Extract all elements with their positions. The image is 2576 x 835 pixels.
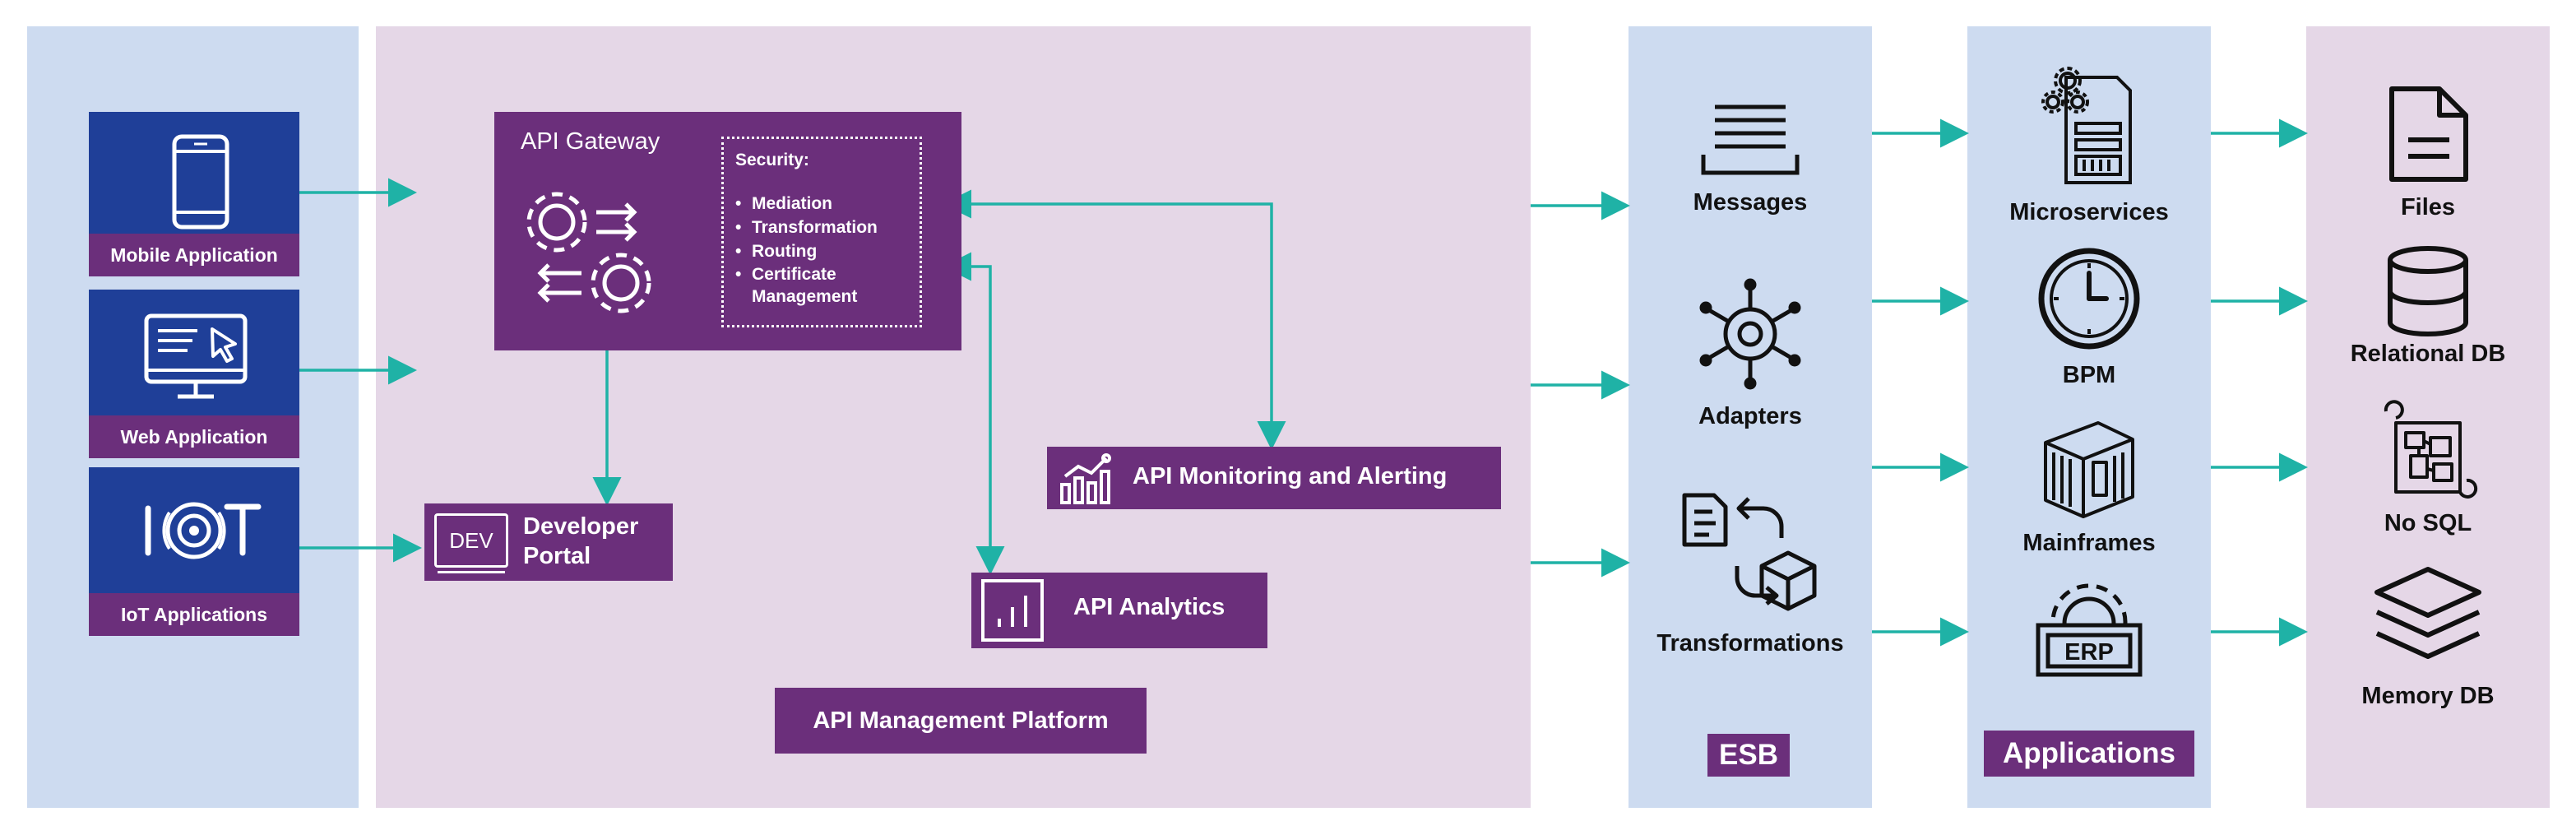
erp-icon: ERP (2036, 583, 2143, 677)
api-monitoring-label: API Monitoring and Alerting (1133, 463, 1448, 489)
microservices-icon (2041, 67, 2132, 184)
data-store-label: Files (2400, 194, 2456, 220)
portal-label: Developer Portal (523, 512, 638, 571)
esb-label: ESB (1707, 734, 1790, 777)
client-iot: IoT Applications (89, 467, 299, 636)
client-label: Web Application (89, 415, 299, 458)
dev-badge-text: DEV (449, 527, 493, 553)
client-mobile: Mobile Application (89, 112, 299, 276)
arrow-gateway-analytics (943, 252, 1005, 575)
smartphone-icon (172, 134, 229, 230)
portal-label-line: Portal (523, 543, 591, 569)
adapter-hub-icon (1699, 278, 1801, 390)
portal-label-line: Developer (523, 513, 639, 540)
app-item-label: Mainframes (2022, 530, 2156, 556)
transform-icon (1682, 493, 1817, 611)
security-list: Mediation Transformation Routing Certifi… (735, 192, 908, 308)
data-store-label: Memory DB (2361, 683, 2495, 709)
message-stack-icon (1701, 104, 1800, 175)
api-management-platform-text: API Management Platform (813, 707, 1109, 734)
data-store-label: Relational DB (2350, 341, 2506, 367)
bar-chart-icon (981, 579, 1044, 642)
security-box: Security: Mediation Transformation Routi… (721, 137, 922, 327)
esb-item-label: Adapters (1698, 403, 1802, 429)
api-analytics-label: API Analytics (1073, 594, 1225, 620)
applications-label: Applications (1984, 731, 2194, 777)
client-web: Web Application (89, 290, 299, 458)
api-gateway: API Gateway Security: Mediation Transfor… (494, 112, 961, 350)
desktop-cursor-icon (144, 313, 248, 399)
security-item: Mediation (735, 192, 908, 216)
mainframe-icon (2044, 421, 2134, 518)
client-label: IoT Applications (89, 593, 299, 636)
security-item: Routing (735, 239, 908, 263)
arrow-gateway-monitoring (943, 189, 1286, 450)
esb-panel (1629, 26, 1872, 808)
nosql-icon (2384, 400, 2478, 499)
file-icon (2389, 86, 2468, 182)
iot-icon (145, 502, 262, 559)
security-title: Security: (735, 151, 809, 169)
developer-portal: DEV Developer Portal (424, 503, 673, 581)
esb-label-text: ESB (1719, 739, 1778, 771)
api-management-platform-label: API Management Platform (775, 688, 1147, 754)
security-item: Transformation (735, 216, 908, 239)
security-item: Certificate Management (735, 263, 908, 308)
database-icon (2388, 246, 2468, 336)
data-store-label: No SQL (2384, 510, 2472, 536)
esb-item-label: Transformations (1656, 630, 1844, 656)
api-analytics: API Analytics (971, 573, 1267, 648)
dev-badge-underline (438, 571, 505, 573)
app-item-label: Microservices (2009, 199, 2169, 225)
esb-item-label: Messages (1693, 189, 1808, 216)
api-monitoring: API Monitoring and Alerting (1047, 447, 1501, 509)
layers-icon (2374, 567, 2481, 659)
dev-badge-icon: DEV (434, 513, 508, 568)
api-gateway-title: API Gateway (521, 128, 660, 155)
svg-text:ERP: ERP (2064, 639, 2114, 666)
applications-label-text: Applications (2002, 737, 2176, 769)
client-label: Mobile Application (89, 234, 299, 276)
app-item-label: BPM (2062, 362, 2116, 388)
gears-arrows-icon (526, 192, 651, 313)
clock-icon (2038, 248, 2140, 350)
line-chart-icon (1060, 453, 1111, 504)
